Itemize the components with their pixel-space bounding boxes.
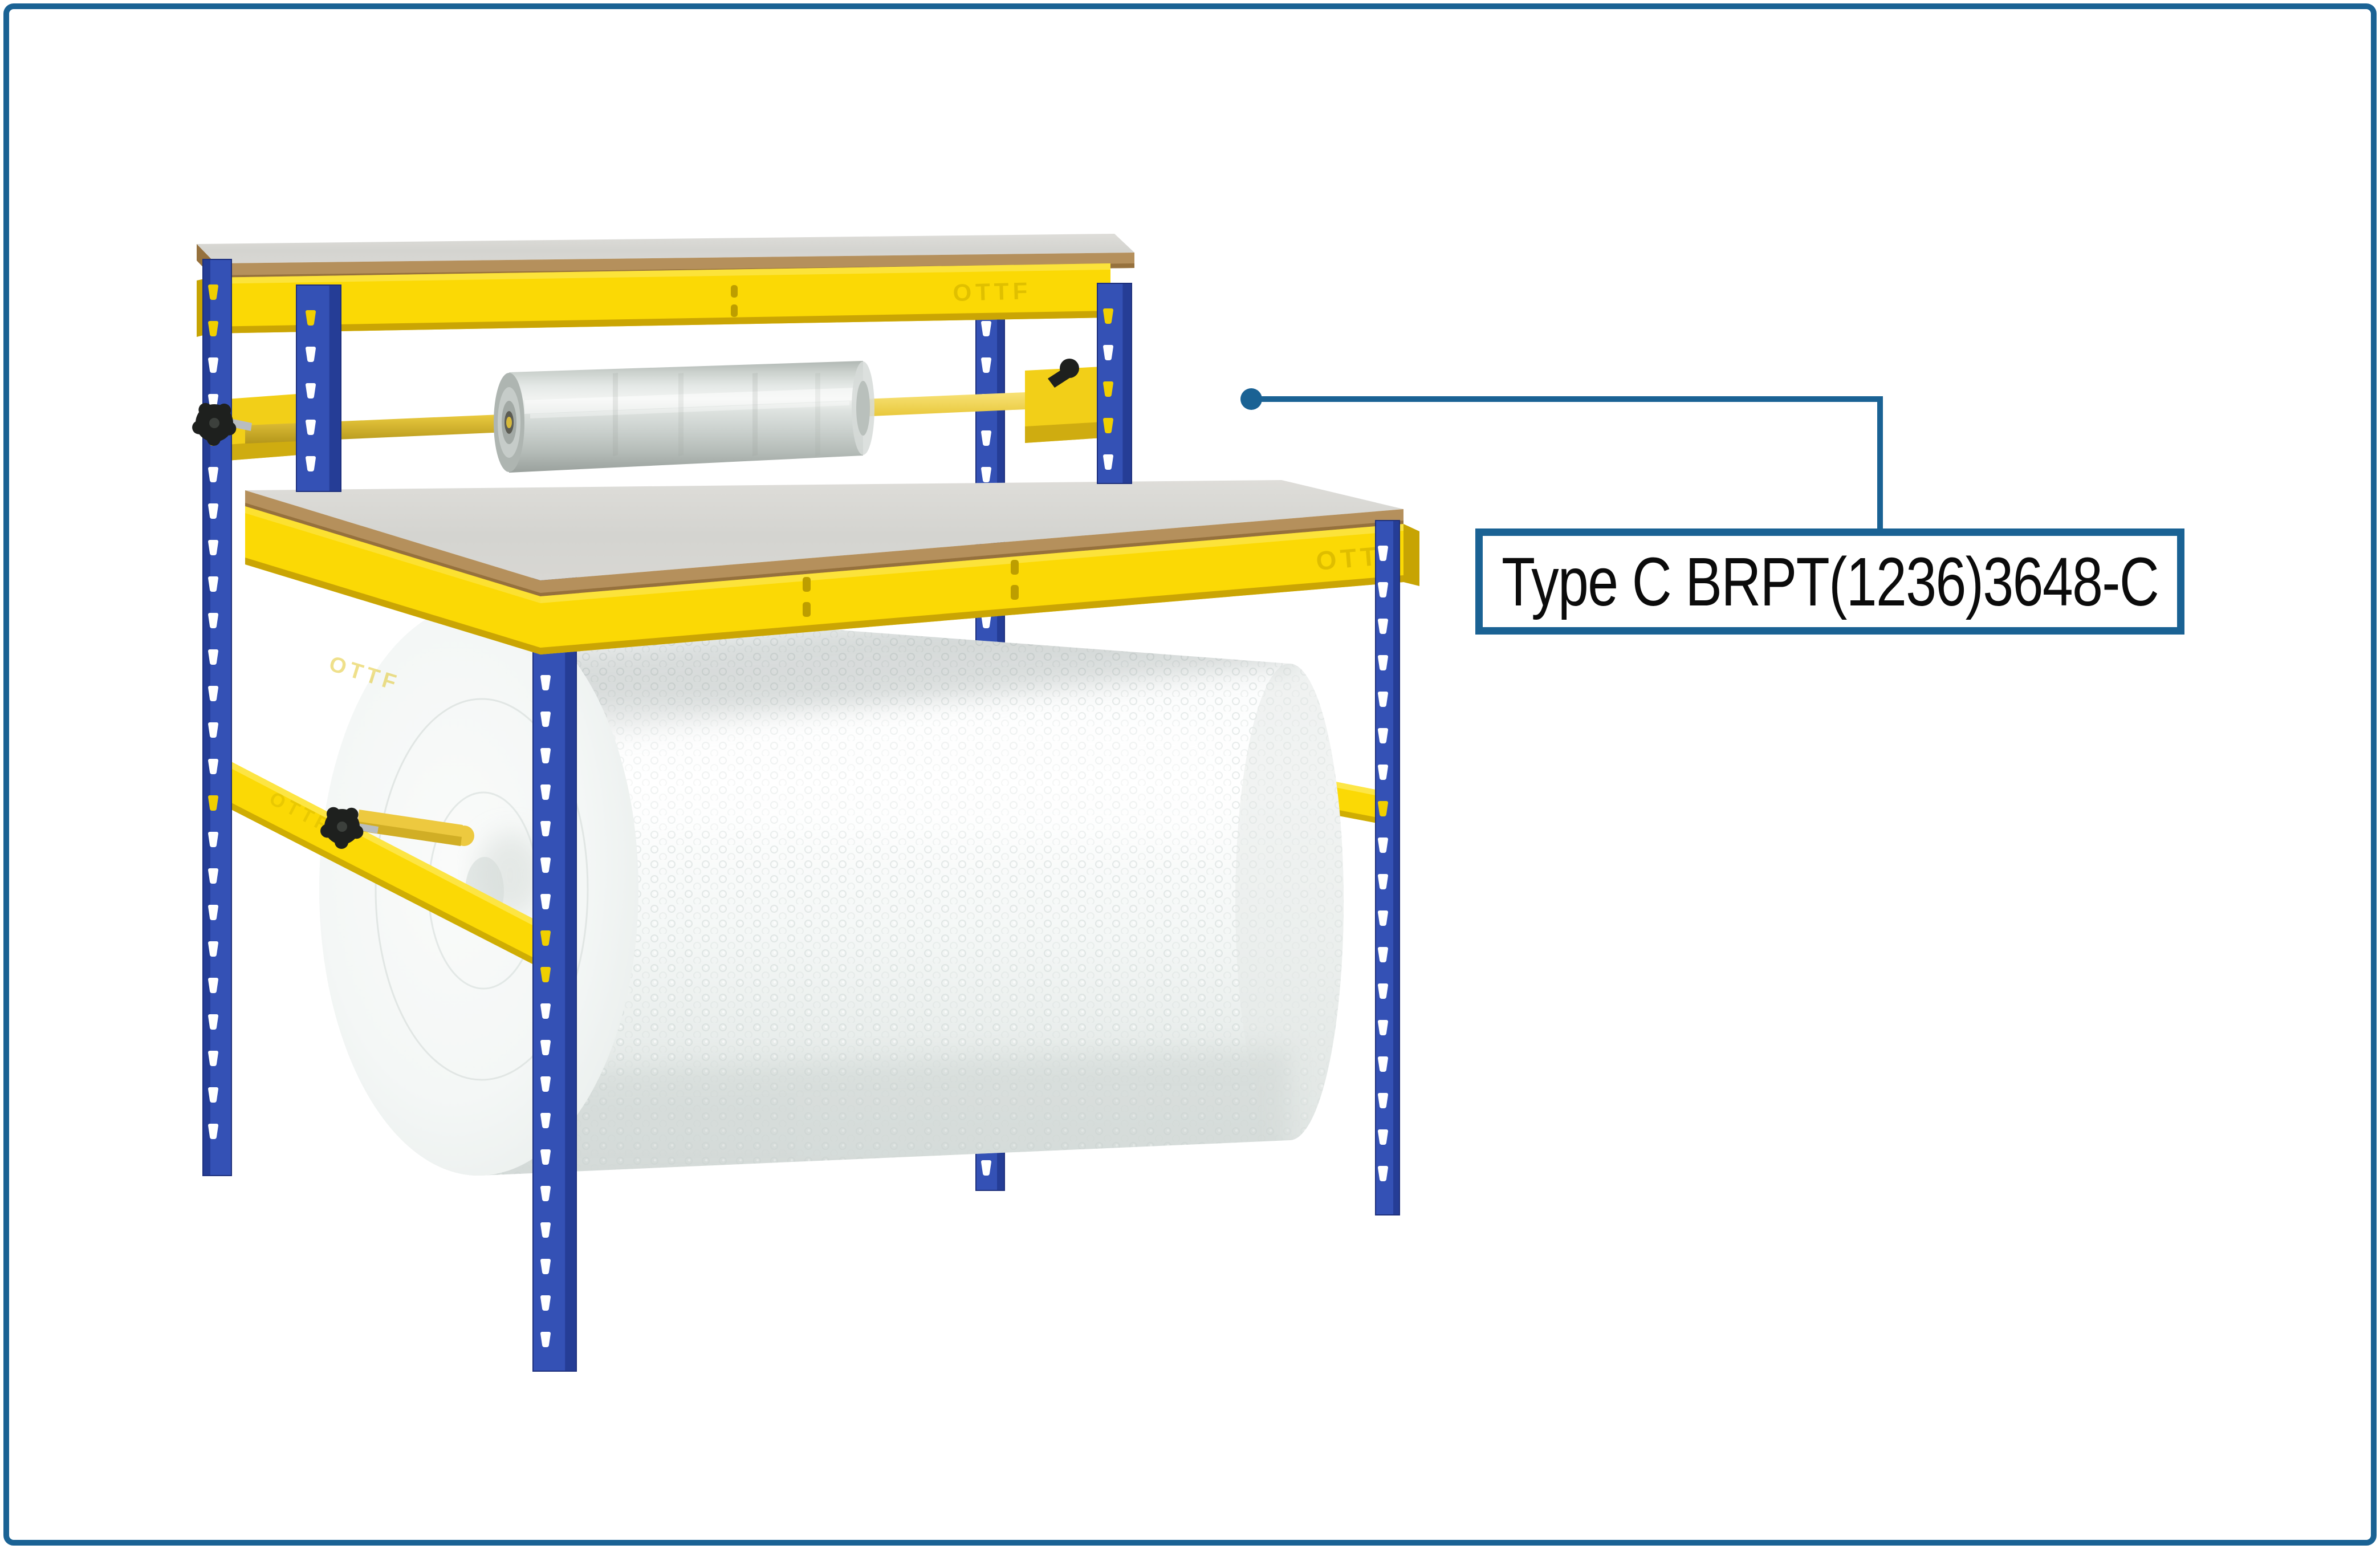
hutch-post-front-left xyxy=(296,285,341,491)
model-label-text: Type C BRPT(1236)3648-C xyxy=(1502,542,2158,621)
model-label-box: Type C BRPT(1236)3648-C xyxy=(1475,528,2184,635)
hutch-post-front-right xyxy=(1097,283,1132,483)
leg-front-right xyxy=(1376,521,1399,1215)
film-roll xyxy=(494,361,874,473)
bubble-roll-end-cap xyxy=(319,603,638,1176)
callout-dot xyxy=(1240,388,1262,410)
leg-back-left xyxy=(203,259,231,1176)
svg-text:OTTF: OTTF xyxy=(953,277,1032,306)
leg-front-left xyxy=(533,577,576,1371)
